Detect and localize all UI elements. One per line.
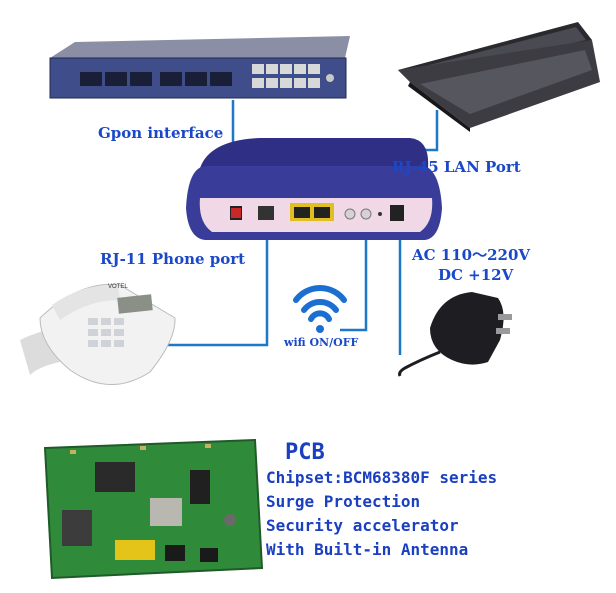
rj11-phone-port-label: RJ-11 Phone port (100, 250, 246, 268)
adapter-prong (498, 314, 512, 320)
pcb-cpu (150, 498, 182, 526)
pcb-line-chipset: Chipset:BCM68380F series (266, 468, 498, 487)
gpon-interface-label: Gpon interface (98, 124, 224, 142)
wifi-button (344, 208, 356, 220)
pcb-line-security: Security accelerator (266, 516, 459, 535)
pcb-chip (95, 462, 135, 492)
pcb-eth-port (115, 540, 155, 560)
power-jack (390, 205, 404, 221)
laptop-keyboard (420, 50, 592, 114)
rj11-port (258, 206, 274, 220)
pcb-line-antenna: With Built-in Antenna (266, 540, 469, 559)
power-ac-label: AC 110～220V (412, 246, 531, 264)
line-phone (162, 222, 269, 347)
pcb-line-surge: Surge Protection (266, 492, 421, 511)
wifi-on-off-label: wifi ON/OFF (284, 336, 359, 349)
pcb-heading: PCB (285, 440, 325, 465)
router-top (200, 138, 429, 168)
pcb-gpon-module (62, 510, 92, 546)
phone-display (117, 294, 153, 314)
olt-top-face (50, 36, 350, 58)
line-wifi (340, 225, 368, 332)
power-dc-label: DC +12V (438, 266, 514, 284)
phone-handset (52, 285, 120, 320)
adapter-cable (398, 350, 441, 377)
phone-brand: VOTEL (108, 284, 128, 290)
olt-ports (80, 64, 334, 88)
rj45-lan-port-label: RJ-45 LAN Port (392, 158, 521, 176)
adapter-body (430, 292, 504, 365)
